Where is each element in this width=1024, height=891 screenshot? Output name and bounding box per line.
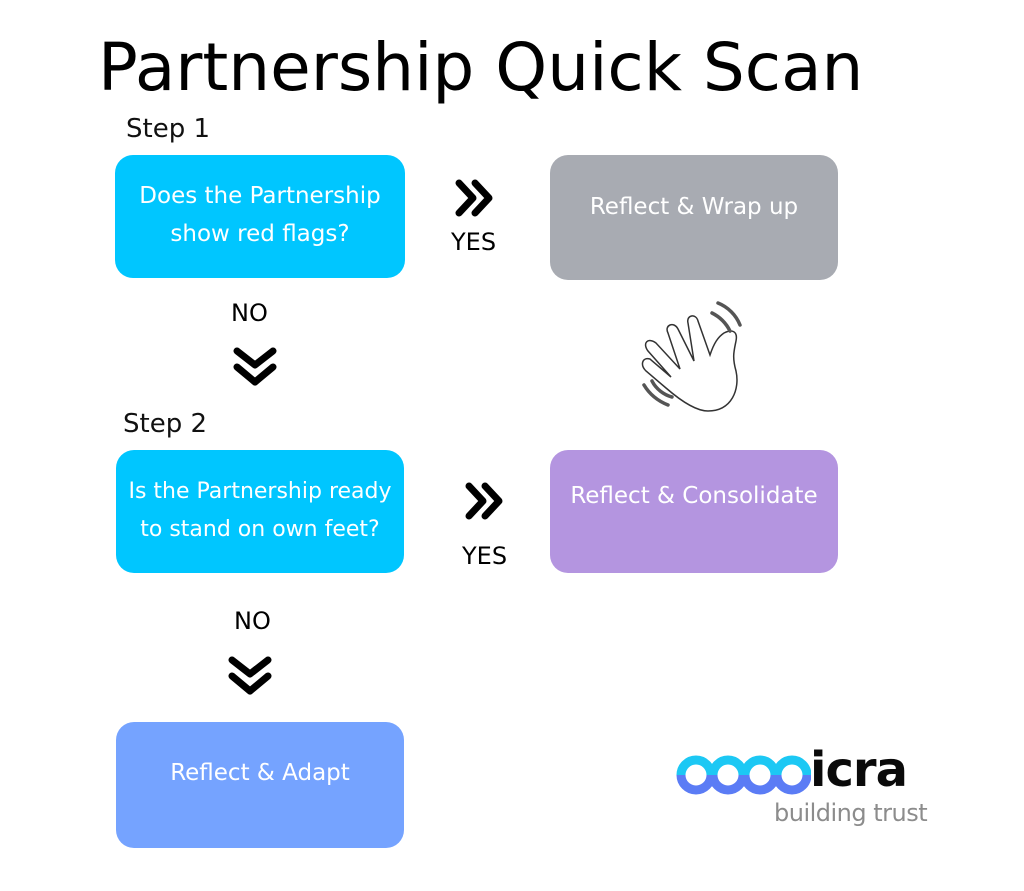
step-1-label: Step 1 xyxy=(126,114,211,144)
step-1-question-text: Does the Partnership show red flags? xyxy=(139,183,381,247)
step-2-label: Step 2 xyxy=(123,409,208,439)
double-chevron-down-icon xyxy=(233,347,277,386)
waving-hand-icon xyxy=(641,301,742,412)
adapt-text: Reflect & Adapt xyxy=(170,760,350,786)
double-chevron-right-icon xyxy=(465,482,503,520)
double-chevron-down-icon xyxy=(228,656,272,695)
logo-wordmark: icra xyxy=(810,742,908,798)
step-2-no-label: NO xyxy=(234,607,271,635)
step-2-question-box: Is the Partnership ready to stand on own… xyxy=(116,450,404,573)
step-1-no-label: NO xyxy=(231,299,268,327)
consolidate-text: Reflect & Consolidate xyxy=(570,483,818,509)
step-1-yes-label: YES xyxy=(451,228,497,256)
step-2-question-text: Is the Partnership ready to stand on own… xyxy=(128,479,392,542)
step-2-yes-label: YES xyxy=(462,542,508,570)
icra-logo-rings-icon xyxy=(676,755,811,795)
adapt-box: Reflect & Adapt xyxy=(116,722,404,848)
consolidate-box: Reflect & Consolidate xyxy=(550,450,838,573)
wrap-up-text: Reflect & Wrap up xyxy=(589,194,799,220)
page-title: Partnership Quick Scan xyxy=(98,29,864,106)
step-1-question-box: Does the Partnership show red flags? xyxy=(115,155,405,278)
wrap-up-box: Reflect & Wrap up xyxy=(550,155,838,280)
double-chevron-right-icon xyxy=(455,179,493,217)
logo-tagline: building trust xyxy=(774,799,928,827)
